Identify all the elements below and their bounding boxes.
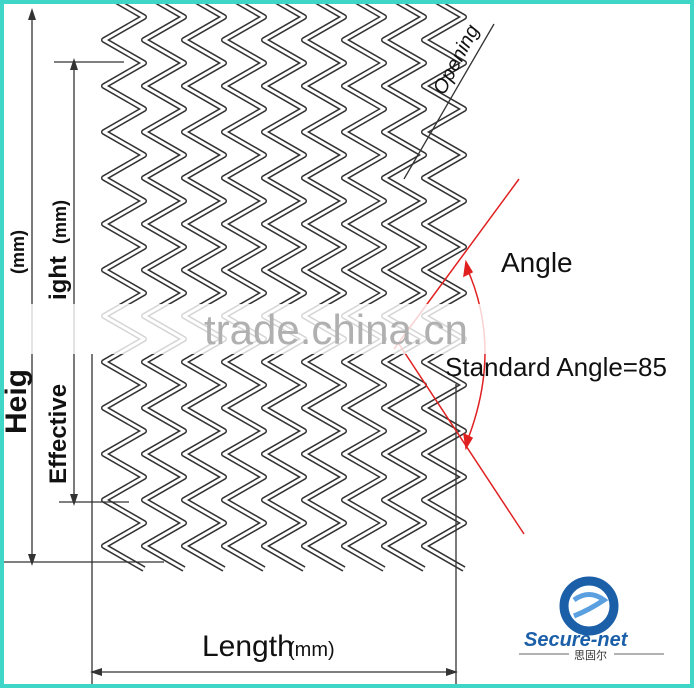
mesh-wire — [102, 4, 146, 571]
mesh-wire — [382, 4, 426, 571]
logo-text: Secure-net — [524, 629, 629, 651]
opening-dimension-line — [403, 23, 495, 180]
effective-height-label: Effective — [45, 384, 72, 484]
chain-link-mesh-inner — [102, 4, 466, 571]
mesh-wire — [142, 4, 186, 571]
diagram-svg: trade.china.cn Opening Angle Standard An… — [4, 4, 690, 684]
angle-line-lower — [398, 343, 525, 535]
length-label: Length — [202, 630, 294, 663]
mesh-wire — [342, 4, 386, 571]
chain-link-diagram: trade.china.cn Opening Angle Standard An… — [4, 4, 690, 684]
mesh-wire — [182, 4, 226, 571]
mesh-wire — [302, 4, 346, 571]
secure-net-logo: Secure-net 思固尔 — [519, 576, 664, 662]
arrowheads — [28, 8, 458, 676]
height-unit: (mm) — [8, 230, 28, 274]
mesh-wire — [222, 4, 266, 571]
angle-label: Angle — [501, 247, 573, 278]
logo-subtext: 思固尔 — [574, 649, 607, 662]
length-unit: (mm) — [288, 639, 335, 661]
height-label: Heig — [4, 369, 33, 434]
mesh-wire — [262, 4, 306, 571]
watermark-text: trade.china.cn — [204, 306, 468, 353]
standard-angle-label: Standard Angle=85 — [445, 352, 667, 382]
dimension-lines — [4, 12, 495, 684]
effective-height-label-2: ight — [45, 256, 72, 300]
watermark-band — [4, 304, 690, 354]
effective-height-unit: (mm) — [50, 200, 70, 244]
logo-mark-icon — [559, 576, 619, 636]
